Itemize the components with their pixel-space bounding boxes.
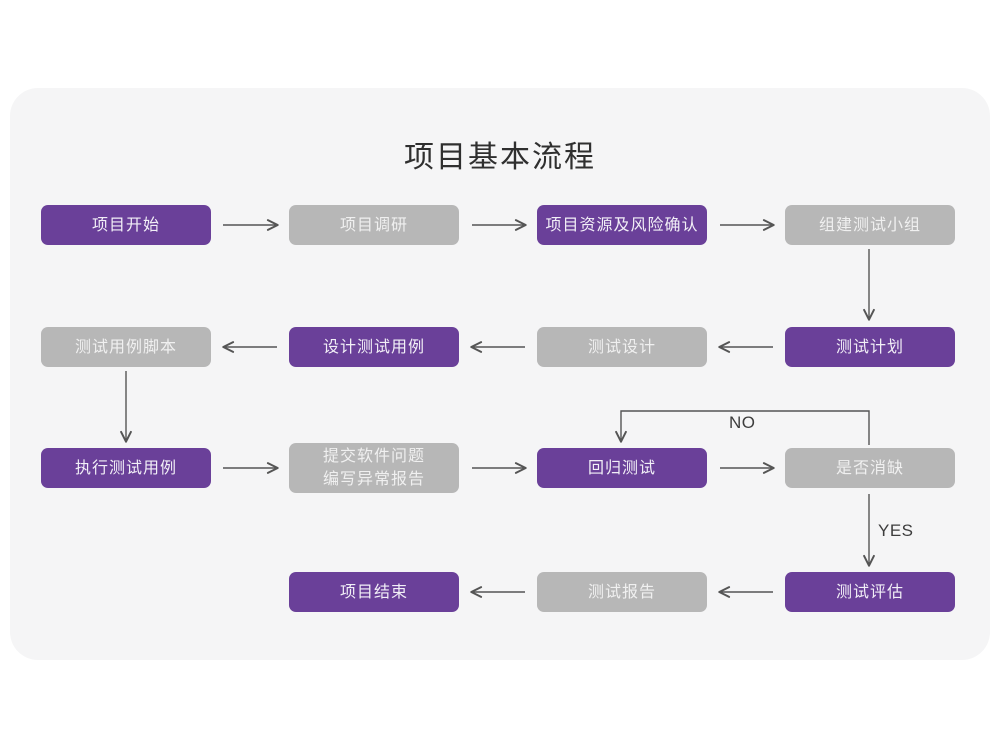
node-form-test-team[interactable]: 组建测试小组 xyxy=(785,205,955,245)
node-test-design[interactable]: 测试设计 xyxy=(537,327,707,367)
node-submit-defects-report[interactable]: 提交软件问题 编写异常报告 xyxy=(289,443,459,493)
node-design-test-cases[interactable]: 设计测试用例 xyxy=(289,327,459,367)
node-test-plan[interactable]: 测试计划 xyxy=(785,327,955,367)
flowchart-card xyxy=(10,88,990,660)
edge-label-no: NO xyxy=(729,413,756,432)
node-defects-cleared-decision[interactable]: 是否消缺 xyxy=(785,448,955,488)
node-test-report[interactable]: 测试报告 xyxy=(537,572,707,612)
edge-label-yes: YES xyxy=(878,521,914,540)
node-regression-test[interactable]: 回归测试 xyxy=(537,448,707,488)
node-project-research[interactable]: 项目调研 xyxy=(289,205,459,245)
node-resource-risk-confirm[interactable]: 项目资源及风险确认 xyxy=(537,205,707,245)
node-execute-test-cases[interactable]: 执行测试用例 xyxy=(41,448,211,488)
node-test-evaluation[interactable]: 测试评估 xyxy=(785,572,955,612)
node-test-case-script[interactable]: 测试用例脚本 xyxy=(41,327,211,367)
page-title: 项目基本流程 xyxy=(404,141,596,174)
node-project-start[interactable]: 项目开始 xyxy=(41,205,211,245)
node-project-end[interactable]: 项目结束 xyxy=(289,572,459,612)
